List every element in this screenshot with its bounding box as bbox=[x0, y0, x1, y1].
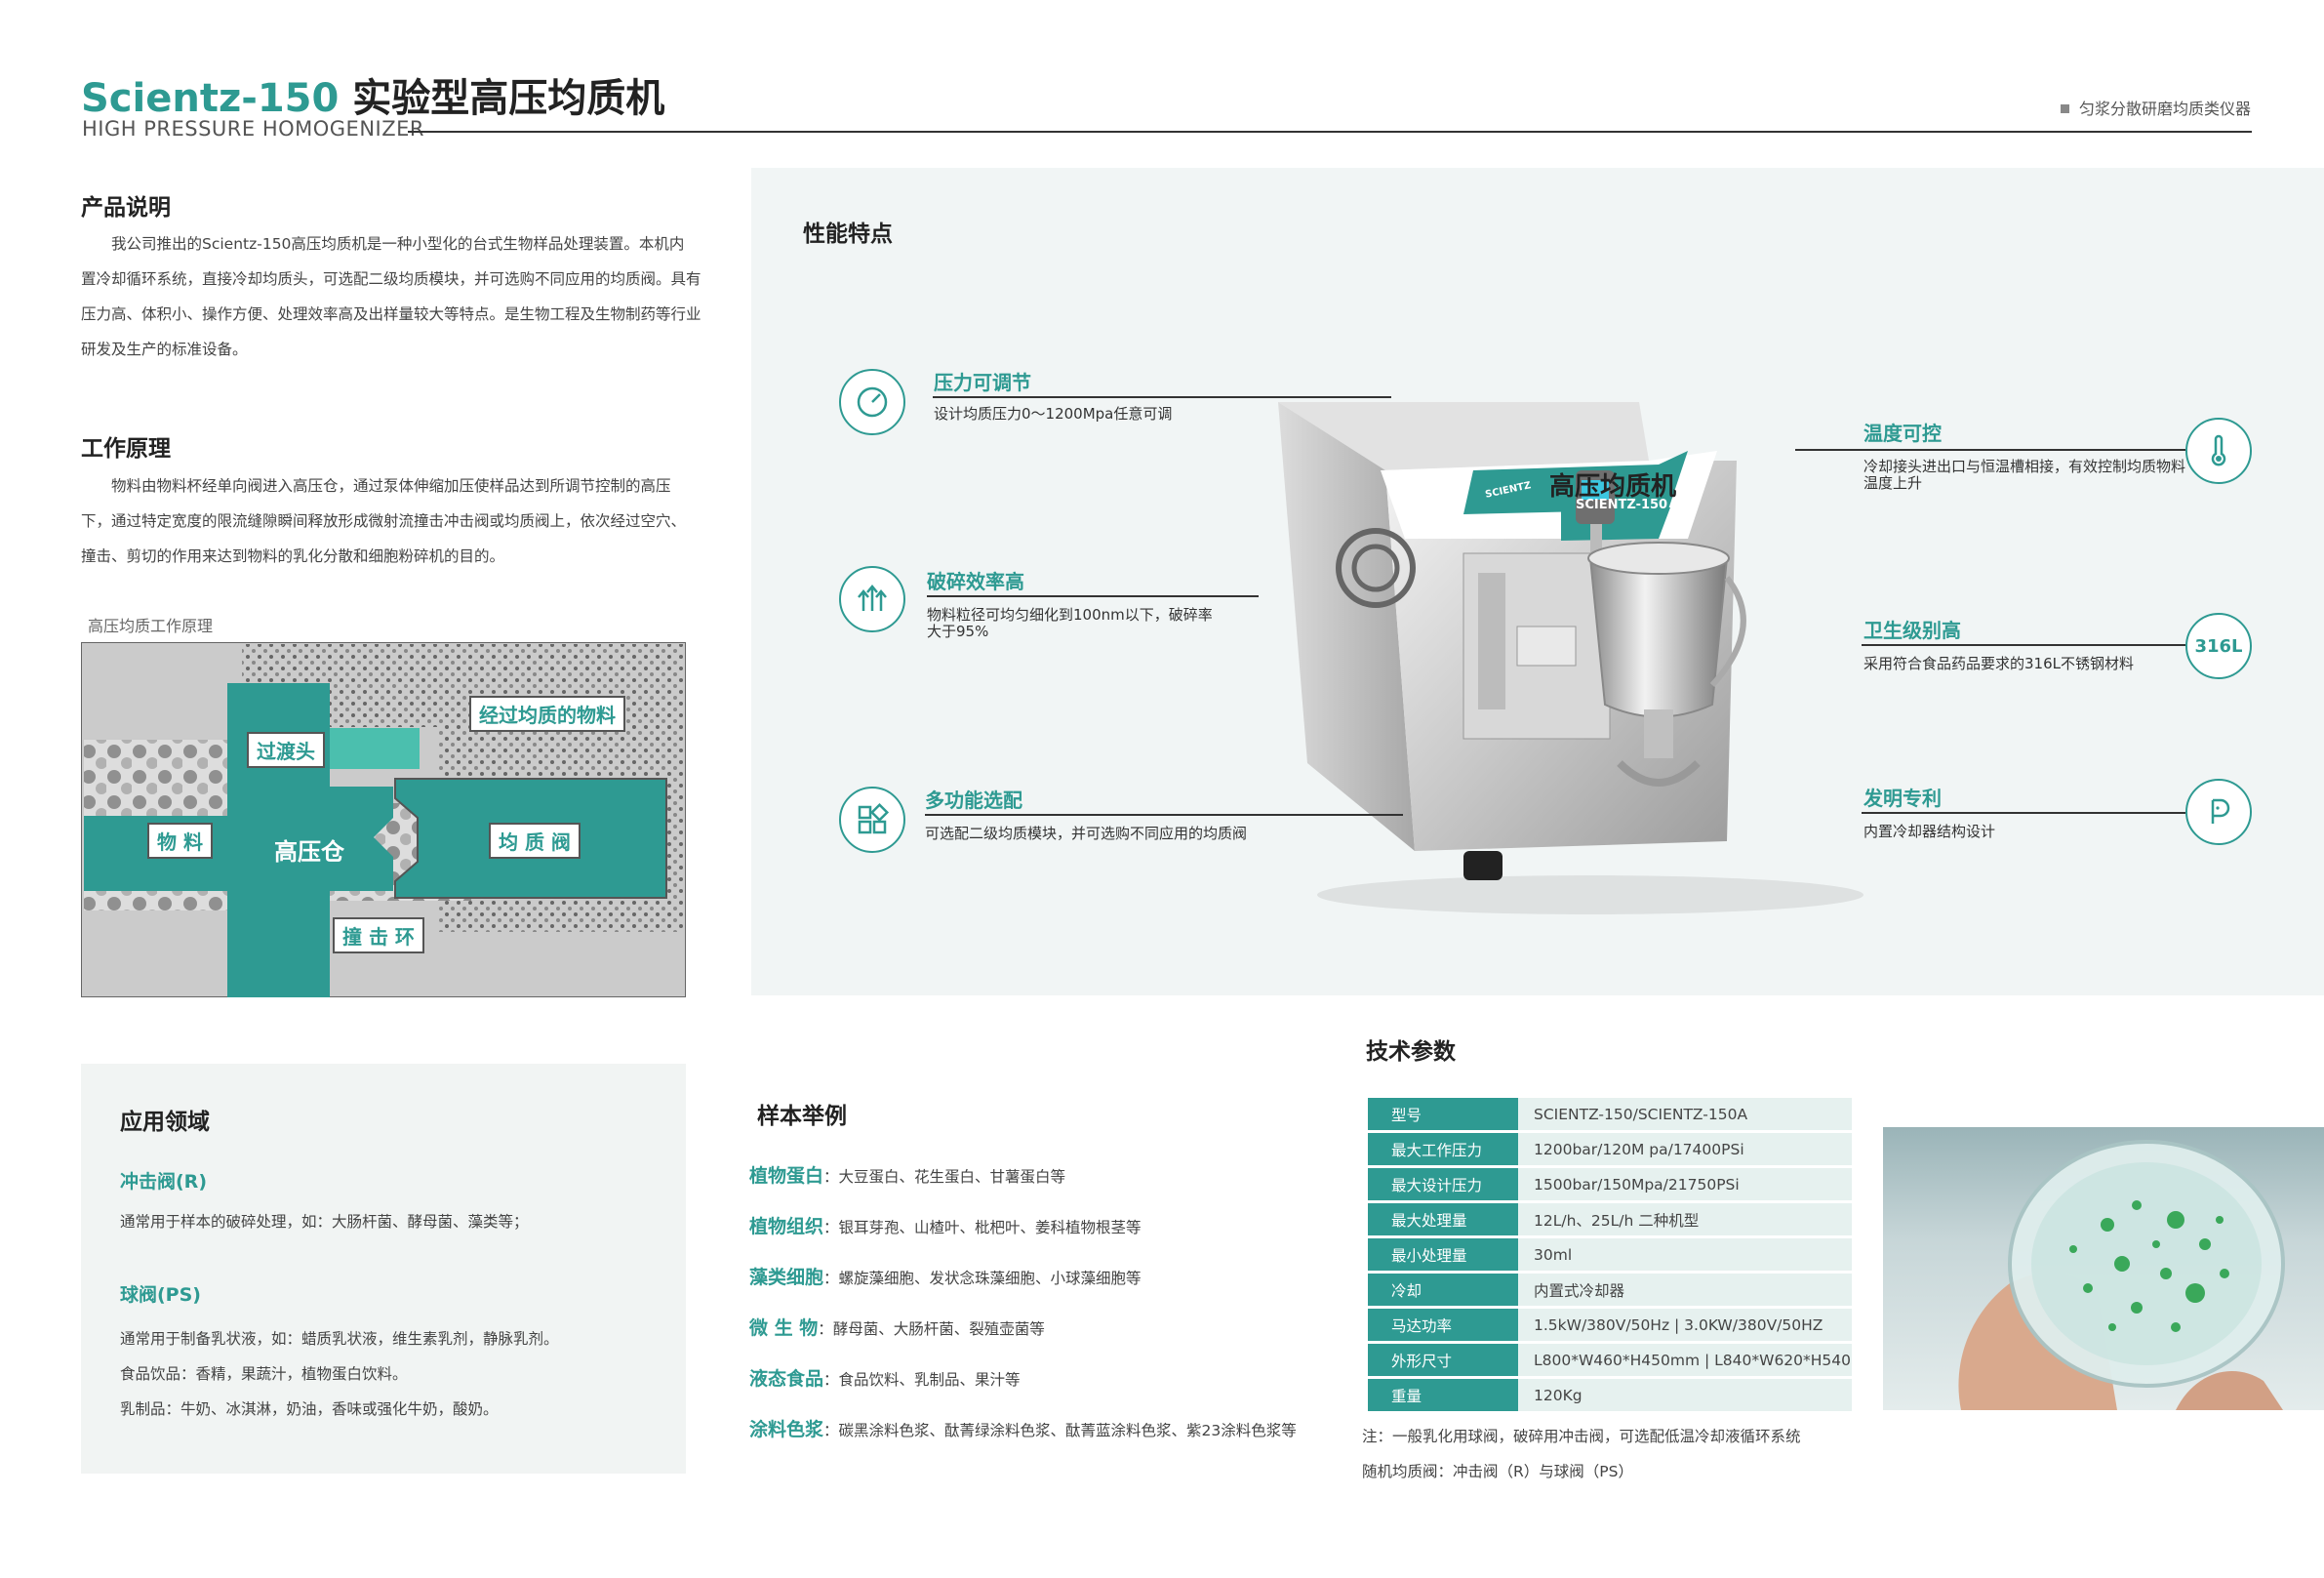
sample-item: 微 生 物：酵母菌、大肠杆菌、裂殖壶菌等 bbox=[749, 1317, 1045, 1339]
modules-icon bbox=[858, 802, 890, 834]
feature-title-hygiene: 卫生级别高 bbox=[1863, 619, 1961, 642]
header-rule bbox=[408, 131, 2252, 133]
feature-desc-pressure: 设计均质压力0～1200Mpa任意可调 bbox=[934, 405, 1173, 423]
arrows-up-icon bbox=[858, 585, 887, 611]
petri-dish-photo bbox=[1883, 1127, 2324, 1410]
impact-valve-title: 冲击阀(R) bbox=[120, 1171, 207, 1193]
diagram-label-chamber: 高压仓 bbox=[274, 838, 344, 866]
sample-item: 藻类细胞：螺旋藻细胞、发状念珠藻细胞、小球藻细胞等 bbox=[749, 1267, 1142, 1288]
feature-icon-efficiency bbox=[839, 566, 905, 632]
product-description: 我公司推出的Scientz-150高压均质机是一种小型化的台式生物样品处理装置。… bbox=[81, 235, 701, 358]
machine-model: SCIENTZ-150 bbox=[1576, 498, 1668, 512]
application-panel: 应用领域 冲击阀(R) 通常用于样本的破碎处理，如：大肠杆菌、酵母菌、藻类等； … bbox=[81, 1064, 686, 1474]
ball-valve-desc-3: 乳制品：牛奶、冰淇淋，奶油，香味或强化牛奶，酸奶。 bbox=[120, 1400, 499, 1418]
machine-label: 高压均质机 bbox=[1549, 472, 1677, 502]
feature-desc-temperature: 冷却接头进出口与恒温槽相接，有效控制均质物料温度上升 bbox=[1863, 458, 2186, 492]
sample-item: 涂料色浆：碳黑涂料色浆、酞菁绿涂料色浆、酞菁蓝涂料色浆、紫23涂料色浆等 bbox=[749, 1419, 1297, 1440]
product-heading: 产品说明 bbox=[81, 195, 171, 221]
diagram-label-processed-material: 经过均质的物料 bbox=[469, 696, 625, 732]
feature-icon-pressure bbox=[839, 369, 905, 435]
feature-desc-hygiene: 采用符合食品药品要求的316L不锈钢材料 bbox=[1863, 655, 2134, 672]
specs-heading: 技术参数 bbox=[1366, 1039, 1456, 1065]
spec-note-1: 注：一般乳化用球阀，破碎用冲击阀，可选配低温冷却液循环系统 bbox=[1362, 1428, 1801, 1445]
feature-leader-patent bbox=[1862, 812, 2185, 814]
feature-desc-patent: 内置冷却器结构设计 bbox=[1863, 823, 1996, 840]
feature-title-pressure: 压力可调节 bbox=[934, 371, 1031, 394]
table-row: 冷却内置式冷却器 bbox=[1368, 1274, 1852, 1306]
diagram-label-impact-ring: 撞 击 环 bbox=[333, 917, 424, 953]
samples-heading: 样本举例 bbox=[757, 1104, 847, 1129]
principle-heading: 工作原理 bbox=[81, 436, 171, 462]
feature-leader-hygiene bbox=[1862, 644, 2185, 646]
feature-icon-hygiene: 316L bbox=[2185, 613, 2252, 679]
feature-desc-multi: 可选配二级均质模块，并可选购不同应用的均质阀 bbox=[925, 825, 1248, 842]
spec-note-2: 随机均质阀：冲击阀（R）与球阀（PS） bbox=[1362, 1463, 1633, 1480]
diagram-label-material: 物 料 bbox=[147, 823, 213, 859]
patent-icon bbox=[2211, 798, 2230, 824]
sample-item: 液态食品：食品饮料、乳制品、果汁等 bbox=[749, 1368, 1021, 1390]
principle-diagram: 过渡头 经过均质的物料 物 料 高压仓 均 质 阀 撞 击 环 bbox=[80, 641, 687, 998]
feature-title-patent: 发明专利 bbox=[1863, 787, 1942, 810]
application-heading: 应用领域 bbox=[120, 1110, 210, 1135]
feature-icon-temperature bbox=[2185, 418, 2252, 484]
feature-leader-multi bbox=[925, 814, 1403, 816]
feature-leader-efficiency bbox=[927, 595, 1259, 597]
sample-item: 植物组织：银耳芽孢、山楂叶、枇杷叶、姜科植物根茎等 bbox=[749, 1216, 1142, 1237]
feature-icon-patent bbox=[2185, 779, 2252, 845]
feature-icon-multi bbox=[839, 787, 905, 853]
thermometer-icon bbox=[2211, 434, 2226, 466]
impact-valve-desc: 通常用于样本的破碎处理，如：大肠杆菌、酵母菌、藻类等； bbox=[120, 1213, 529, 1231]
ball-valve-title: 球阀(PS) bbox=[120, 1284, 201, 1306]
ball-valve-desc-2: 食品饮品：香精，果蔬汁，植物蛋白饮料。 bbox=[120, 1365, 408, 1383]
feature-title-multi: 多功能选配 bbox=[925, 789, 1022, 812]
homogenizer-machine-illustration bbox=[1278, 402, 1863, 914]
features-panel: 性能特点 bbox=[751, 168, 2324, 995]
feature-leader-pressure bbox=[933, 396, 1391, 398]
diagram-label-adapter: 过渡头 bbox=[247, 732, 325, 768]
ball-valve-desc-1: 通常用于制备乳状液，如：蜡质乳状液，维生素乳剂，静脉乳剂。 bbox=[120, 1330, 559, 1348]
feature-title-efficiency: 破碎效率高 bbox=[927, 570, 1024, 593]
diagram-label-valve: 均 质 阀 bbox=[489, 823, 581, 859]
principle-description: 物料由物料杯经单向阀进入高压仓，通过泵体伸缩加压使样品达到所调节控制的高压下，通… bbox=[81, 477, 687, 565]
feature-leader-temperature bbox=[1795, 449, 2185, 451]
sample-item: 植物蛋白：大豆蛋白、花生蛋白、甘薯蛋白等 bbox=[749, 1165, 1066, 1187]
feature-title-temperature: 温度可控 bbox=[1863, 422, 1942, 445]
page-subtitle: HIGH PRESSURE HOMOGENIZER bbox=[82, 117, 424, 141]
feature-desc-efficiency: 物料粒径可均匀细化到100nm以下，破碎率大于95% bbox=[927, 606, 1213, 640]
page-title: Scientz-150 实验型高压均质机 bbox=[81, 76, 665, 121]
diagram-caption: 高压均质工作原理 bbox=[88, 617, 214, 635]
gauge-icon bbox=[857, 386, 888, 418]
features-heading: 性能特点 bbox=[803, 222, 893, 247]
category-tagline: 匀浆分散研磨均质类仪器 bbox=[2061, 96, 2251, 119]
stainless-316l-icon: 316L bbox=[2194, 635, 2243, 657]
